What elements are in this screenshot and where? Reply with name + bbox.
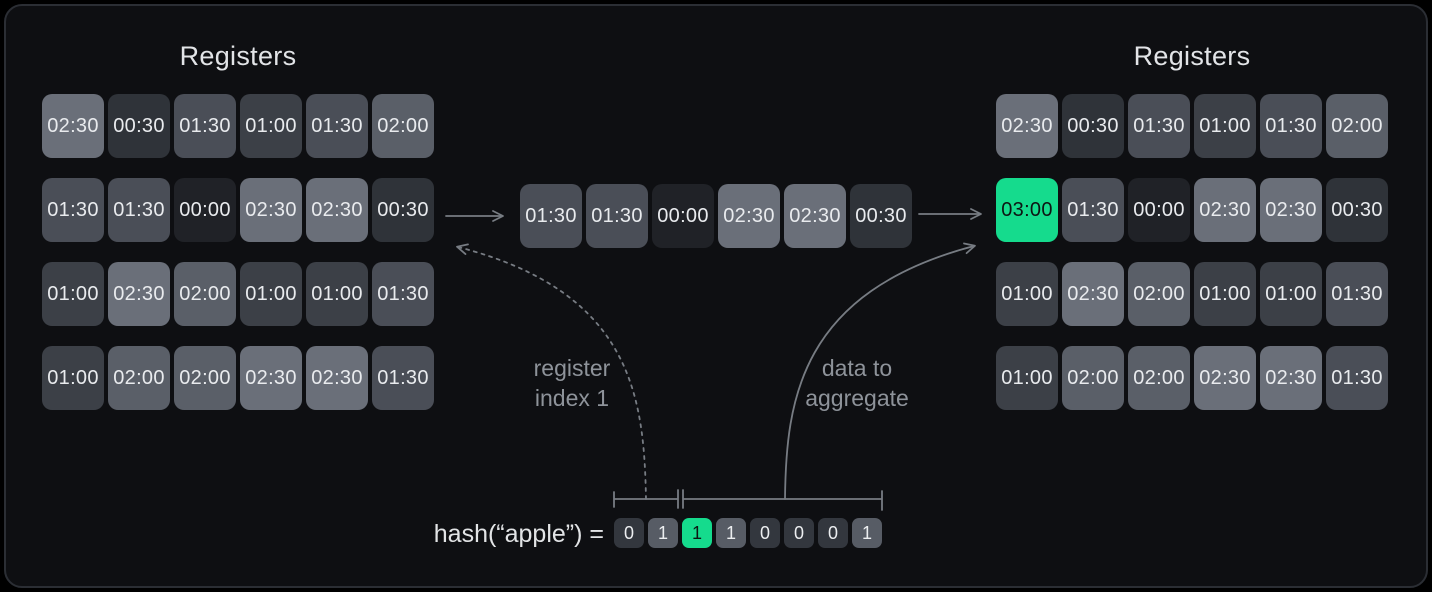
register-cell: 01:00: [240, 94, 302, 158]
register-cell: 01:30: [108, 178, 170, 242]
register-cell: 01:30: [1326, 346, 1388, 410]
register-cell: 01:00: [306, 262, 368, 326]
data-aggregate-label-line1: data to: [821, 355, 893, 381]
right-registers-title: Registers: [1133, 41, 1251, 71]
register-cell: 01:30: [1062, 178, 1124, 242]
incoming-cell: 01:30: [520, 184, 582, 248]
register-cell: 02:30: [306, 346, 368, 410]
register-cell: 01:30: [174, 94, 236, 158]
register-cell: 02:00: [174, 346, 236, 410]
register-cell: 02:00: [372, 94, 434, 158]
register-cell: 02:30: [240, 346, 302, 410]
register-cell: 00:30: [1062, 94, 1124, 158]
incoming-cell: 00:00: [652, 184, 714, 248]
register-cell: 01:00: [42, 262, 104, 326]
register-cell: 00:30: [372, 178, 434, 242]
hash-bit: 0: [614, 518, 644, 548]
register-cell: 01:00: [1194, 262, 1256, 326]
register-cell: 01:30: [306, 94, 368, 158]
register-cell: 01:00: [996, 262, 1058, 326]
register-cell: 02:00: [1062, 346, 1124, 410]
register-cell: 01:30: [42, 178, 104, 242]
register-cell: 00:30: [1326, 178, 1388, 242]
register-cell: 01:30: [1326, 262, 1388, 326]
register-index-label-line1: register: [533, 355, 611, 381]
register-cell: 02:00: [174, 262, 236, 326]
register-cell: 02:30: [108, 262, 170, 326]
register-cell: 02:30: [1194, 178, 1256, 242]
register-index-label: register index 1: [462, 353, 682, 413]
register-cell: 01:30: [372, 346, 434, 410]
register-cell: 01:00: [42, 346, 104, 410]
register-cell: 00:00: [174, 178, 236, 242]
register-cell: 02:30: [996, 94, 1058, 158]
hash-expression: hash(“apple”) =: [433, 520, 604, 548]
register-cell: 01:00: [1260, 262, 1322, 326]
register-cell: 02:30: [1194, 346, 1256, 410]
register-cell: 02:00: [1326, 94, 1388, 158]
hash-bit: 0: [784, 518, 814, 548]
register-cell: 01:30: [1260, 94, 1322, 158]
incoming-cell: 01:30: [586, 184, 648, 248]
register-cell: 00:30: [108, 94, 170, 158]
hash-bit: 1: [682, 518, 712, 548]
register-cell: 01:30: [372, 262, 434, 326]
data-aggregate-label-line2: aggregate: [805, 385, 909, 411]
register-cell: 01:00: [240, 262, 302, 326]
register-cell: 01:30: [1128, 94, 1190, 158]
register-cell: 02:30: [1260, 346, 1322, 410]
register-cell: 02:30: [306, 178, 368, 242]
register-cell: 03:00: [996, 178, 1058, 242]
register-cell: 02:00: [1128, 262, 1190, 326]
register-cell: 02:30: [1260, 178, 1322, 242]
register-cell: 02:30: [1062, 262, 1124, 326]
hash-bit: 0: [818, 518, 848, 548]
incoming-cell: 00:30: [850, 184, 912, 248]
register-cell: 02:30: [240, 178, 302, 242]
register-cell: 02:00: [108, 346, 170, 410]
register-cell: 02:00: [1128, 346, 1190, 410]
register-cell: 00:00: [1128, 178, 1190, 242]
hash-bit: 1: [852, 518, 882, 548]
register-cell: 01:00: [996, 346, 1058, 410]
data-aggregate-label: data to aggregate: [747, 353, 967, 413]
hash-bit: 1: [716, 518, 746, 548]
incoming-cell: 02:30: [784, 184, 846, 248]
register-cell: 01:00: [1194, 94, 1256, 158]
hash-bit: 1: [648, 518, 678, 548]
hash-bit: 0: [750, 518, 780, 548]
left-registers-title: Registers: [179, 41, 297, 71]
register-cell: 02:30: [42, 94, 104, 158]
incoming-cell: 02:30: [718, 184, 780, 248]
register-index-label-line2: index 1: [534, 385, 610, 411]
